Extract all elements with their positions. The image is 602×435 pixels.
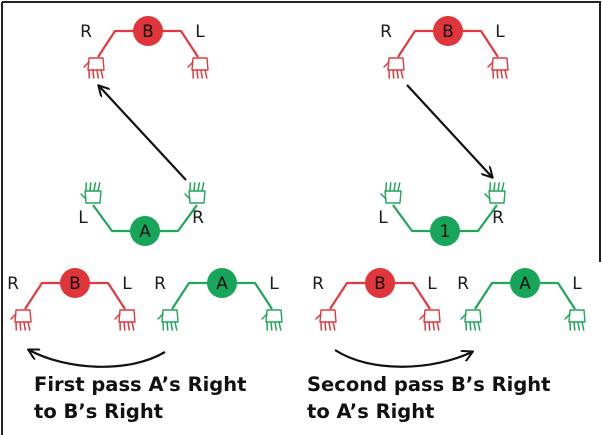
hand-icon (383, 57, 405, 79)
hand-icon (380, 182, 402, 204)
node-circle (365, 268, 395, 298)
node-label: B (374, 274, 386, 294)
side-label-right: L (427, 274, 437, 294)
curved-arrow-right-icon (334, 349, 472, 368)
node-label: B (69, 274, 81, 294)
node-circle (60, 268, 90, 298)
node-label: A (519, 274, 531, 294)
pass-arrow-icon (406, 84, 492, 177)
side-label-left: R (457, 274, 469, 294)
caption-first-pass: First pass A’s Right (34, 373, 247, 396)
node-label: A (139, 222, 151, 242)
node-circle (207, 268, 237, 298)
node-circle (133, 16, 163, 46)
hand-icon (80, 182, 102, 204)
node-circle (433, 16, 463, 46)
hand-icon (564, 309, 586, 331)
hand-icon (315, 309, 337, 331)
hand-icon (114, 309, 136, 331)
side-label-left: L (378, 208, 388, 228)
side-label-left: R (7, 274, 19, 294)
node-circle (510, 268, 540, 298)
hand-icon (487, 57, 509, 79)
caption-second-pass: Second pass B’s Right (307, 373, 551, 396)
figure-mid-right-1: 1 L R (378, 182, 506, 246)
side-label-right: R (492, 208, 504, 228)
hand-icon (261, 309, 283, 331)
hand-icon (157, 309, 179, 331)
node-label: 1 (440, 222, 451, 242)
hand-icon (187, 57, 209, 79)
hand-icon (83, 57, 105, 79)
caption-first-pass-target: to B’s Right (34, 400, 164, 423)
side-label-left: R (154, 274, 166, 294)
node-label: B (142, 22, 154, 42)
hand-icon (460, 309, 482, 331)
node-circle (130, 216, 160, 246)
side-label-right: L (122, 274, 132, 294)
side-label-right: L (495, 22, 505, 42)
side-label-right: L (269, 274, 279, 294)
caption-second-pass-target: to A’s Right (307, 400, 435, 423)
side-label-left: L (78, 208, 88, 228)
node-circle (430, 216, 460, 246)
pass-arrow-icon (99, 86, 187, 181)
curved-arrow-left-icon (29, 350, 166, 368)
side-label-left: R (80, 22, 92, 42)
hand-icon (484, 182, 506, 204)
side-label-left: R (312, 274, 324, 294)
side-label-right: R (192, 208, 204, 228)
hand-icon (184, 182, 206, 204)
side-label-right: L (572, 274, 582, 294)
hand-icon (10, 309, 32, 331)
side-label-left: R (380, 22, 392, 42)
side-label-right: L (195, 22, 205, 42)
hand-icon (419, 309, 441, 331)
node-label: B (442, 22, 454, 42)
node-label: A (216, 274, 228, 294)
